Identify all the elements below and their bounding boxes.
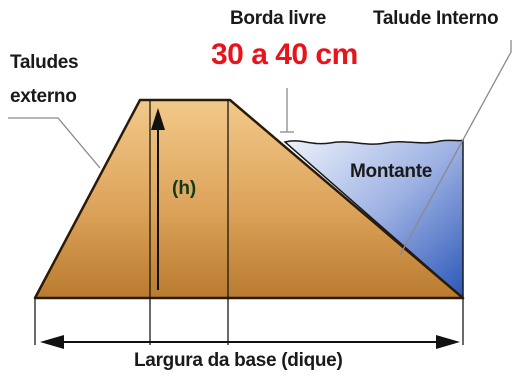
- leader-taludes-externo: [8, 117, 101, 169]
- dike-body: [33, 98, 465, 300]
- water-body: [283, 138, 464, 300]
- base-width-arrow-right-head: [436, 335, 460, 349]
- label-externo: externo: [10, 86, 77, 107]
- label-talude-interno: Talude Interno: [373, 8, 499, 29]
- label-taludes: Taludes: [10, 52, 79, 73]
- height-arrow-head: [151, 108, 165, 130]
- label-borda-livre-value: 30 a 40 cm: [211, 38, 358, 71]
- label-montante: Montante: [350, 161, 433, 182]
- leader-talude-interno: [399, 40, 512, 256]
- base-width-arrow-left-head: [40, 335, 64, 349]
- label-borda-livre: Borda livre: [230, 8, 326, 29]
- label-height: (h): [172, 178, 197, 199]
- label-largura-base: Largura da base (dique): [134, 350, 343, 371]
